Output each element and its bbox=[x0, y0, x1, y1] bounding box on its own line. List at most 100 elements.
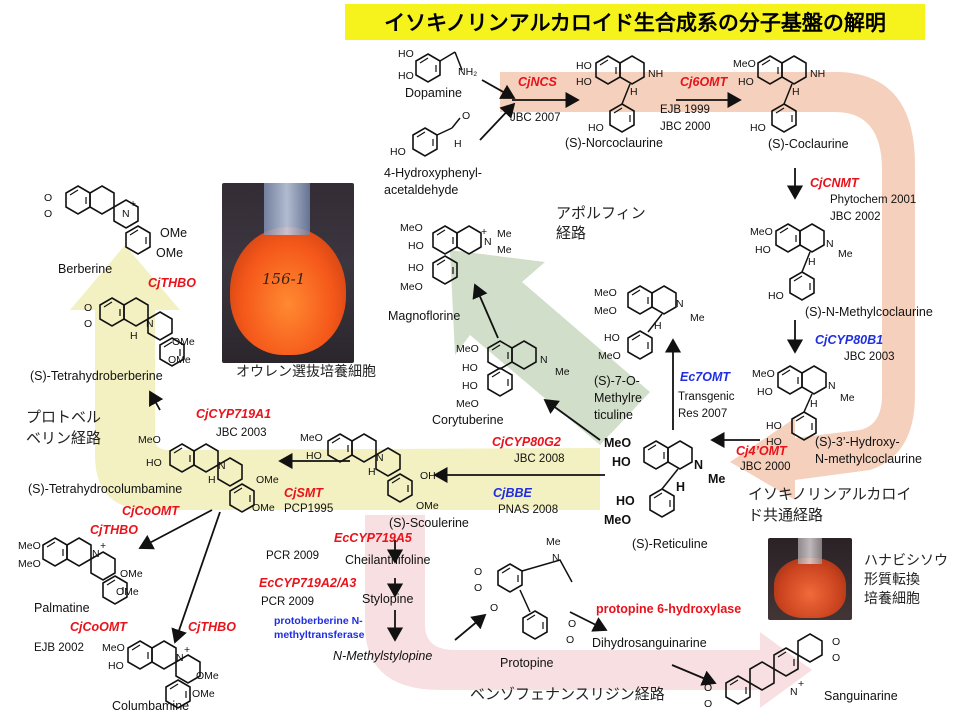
structure-methylreticuline bbox=[627, 285, 677, 360]
atom-label-ome: OMe bbox=[156, 246, 184, 260]
atom-label-ome: OMe bbox=[168, 354, 191, 366]
atom-label-me: Me bbox=[546, 536, 561, 548]
atom-label-n: N bbox=[376, 452, 384, 464]
common-pathway-label-2: ド共通経路 bbox=[748, 506, 824, 524]
enzyme-4omt: Cj4’OMT bbox=[736, 444, 787, 458]
atom-label-ho: HO bbox=[588, 122, 604, 134]
compound-sanguinarine: Sanguinarine bbox=[824, 689, 898, 703]
atom-label-ho: HO bbox=[576, 76, 592, 88]
enzyme-ptm-line2: methyltransferase bbox=[274, 629, 365, 641]
structure-protopine bbox=[497, 559, 573, 640]
benzophenanthridine-pathway-band bbox=[365, 515, 812, 708]
common-pathway-label-1: イソキノリンアルカロイ bbox=[748, 485, 912, 503]
flask-body-2 bbox=[774, 558, 846, 618]
atom-label-nh: NH bbox=[810, 68, 826, 80]
atom-label-ho: HO bbox=[408, 262, 424, 274]
atom-label-ho: HO bbox=[766, 420, 782, 432]
atom-label-plus: + bbox=[130, 198, 137, 210]
atom-label-h: H bbox=[810, 398, 818, 410]
flask-neck bbox=[264, 183, 310, 235]
atom-label-ho: HO bbox=[408, 240, 424, 252]
compound-n-methylcoclaurine: (S)-N-Methylcoclaurine bbox=[805, 305, 933, 319]
atom-label-ho: HO bbox=[616, 494, 635, 508]
atom-label-h: H bbox=[208, 474, 216, 486]
flask-body bbox=[230, 227, 346, 355]
atom-label-o: O bbox=[704, 682, 713, 694]
atom-label-n: N bbox=[176, 652, 184, 664]
enzyme-6omt: Cj6OMT bbox=[680, 75, 728, 89]
compound-palmatine: Palmatine bbox=[34, 601, 90, 615]
atom-label-ome: OMe bbox=[116, 586, 139, 598]
atom-label-ho: HO bbox=[757, 386, 773, 398]
atom-label-o: O bbox=[44, 192, 53, 204]
atom-label-ome: OMe bbox=[120, 568, 143, 580]
atom-label-ho: HO bbox=[108, 660, 124, 672]
atom-label-o: O bbox=[704, 698, 713, 710]
atom-label-meo: MeO bbox=[594, 305, 617, 317]
eschscholzia-caption-line3: 培養細胞 bbox=[864, 591, 920, 607]
structure-coclaurine bbox=[757, 55, 807, 133]
compound-magnoflorine: Magnoflorine bbox=[388, 309, 461, 323]
flask-label: 156-1 bbox=[262, 270, 306, 288]
atom-label-plus: + bbox=[184, 644, 191, 656]
compound-dopamine: Dopamine bbox=[405, 86, 462, 100]
enzyme-p6h: protopine 6-hydroxylase bbox=[596, 602, 742, 616]
compound-methylreticuline-line3: ticuline bbox=[594, 408, 633, 422]
atom-label-h: H bbox=[368, 466, 376, 478]
enzyme-ncs: CjNCS bbox=[518, 75, 557, 89]
enzyme-thbo-top: CjTHBO bbox=[148, 276, 196, 290]
structure-berberine bbox=[65, 185, 151, 255]
compound-reticuline: (S)-Reticuline bbox=[632, 537, 708, 551]
atom-label-ho: HO bbox=[398, 70, 414, 82]
compound-stylopine: Stylopine bbox=[362, 592, 414, 606]
benzophenanthridine-pathway-label: ベンゾフェナンスリジン経路 bbox=[470, 685, 665, 703]
ref-4omt: JBC 2000 bbox=[740, 461, 791, 473]
compound-norcoclaurine: (S)-Norcoclaurine bbox=[565, 136, 663, 150]
compound-coclaurine: (S)-Coclaurine bbox=[768, 137, 849, 151]
compound-methylreticuline-line1: (S)-7-O- bbox=[594, 374, 640, 388]
atom-label-o: O bbox=[832, 636, 841, 648]
ref-6omt-2: JBC 2000 bbox=[660, 121, 711, 133]
ref-cyp80b1: JBC 2003 bbox=[844, 351, 895, 363]
atom-label-h: H bbox=[676, 480, 686, 494]
atom-label-ome: OMe bbox=[172, 336, 195, 348]
atom-label-n: N bbox=[828, 380, 836, 392]
compound-scoulerine: (S)-Scoulerine bbox=[389, 516, 469, 530]
enzyme-cnmt: CjCNMT bbox=[810, 176, 859, 190]
atom-label-ome: OMe bbox=[196, 670, 219, 682]
enzyme-smt: CjSMT bbox=[284, 486, 323, 500]
compound-protopine: Protopine bbox=[500, 656, 554, 670]
atom-label-n: N bbox=[146, 318, 154, 330]
atom-label-meo: MeO bbox=[594, 287, 617, 299]
atom-label-h: H bbox=[130, 330, 138, 342]
atom-label-meo: MeO bbox=[102, 642, 125, 654]
atom-label-meo: MeO bbox=[456, 343, 479, 355]
compound-hydroxy-line1: (S)-3’-Hydroxy- bbox=[815, 435, 900, 449]
atom-label-ho: HO bbox=[576, 60, 592, 72]
ref-cyp719a1: JBC 2003 bbox=[216, 427, 267, 439]
structure-dopamine bbox=[415, 51, 463, 83]
ref-bbe: PNAS 2008 bbox=[498, 504, 559, 516]
ref-coomt: EJB 2002 bbox=[34, 642, 84, 654]
atom-label-ho: HO bbox=[750, 122, 766, 134]
atom-label-meo: MeO bbox=[400, 222, 423, 234]
atom-label-meo: MeO bbox=[456, 398, 479, 410]
atom-label-meo: MeO bbox=[733, 58, 756, 70]
atom-label-n: N bbox=[676, 298, 684, 310]
atom-label-plus: + bbox=[798, 678, 805, 690]
atom-label-o: O bbox=[474, 566, 483, 578]
atom-label-me: Me bbox=[497, 244, 512, 256]
atom-label-h: H bbox=[808, 256, 816, 268]
atom-label-meo: MeO bbox=[400, 281, 423, 293]
atom-label-nh: NH bbox=[648, 68, 664, 80]
page-title: イソキノリンアルカロイド生合成系の分子基盤の解明 bbox=[345, 4, 925, 40]
atom-label-n: N bbox=[790, 686, 798, 698]
ref-7omt-2: Res 2007 bbox=[678, 408, 728, 420]
atom-label-n: N bbox=[694, 458, 704, 472]
atom-label-n: N bbox=[92, 548, 100, 560]
atom-label-ho: HO bbox=[306, 450, 322, 462]
structure-hpaa bbox=[412, 117, 461, 157]
atom-label-n: N bbox=[826, 238, 834, 250]
